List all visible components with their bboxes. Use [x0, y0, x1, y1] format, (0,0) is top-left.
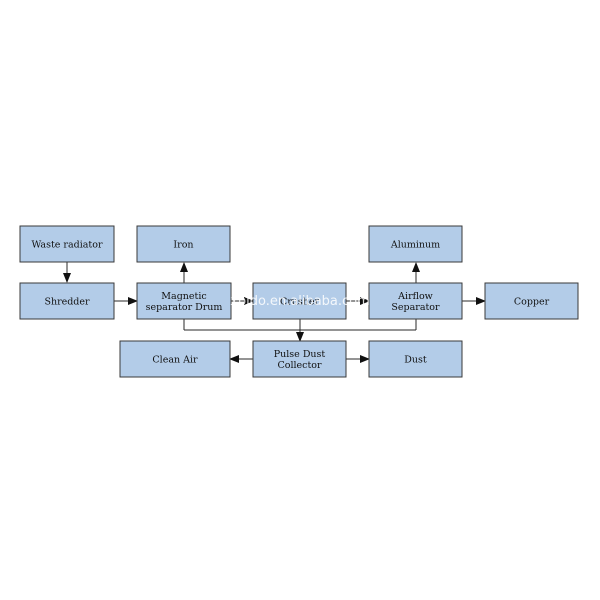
node-shredder: Shredder [19, 282, 115, 320]
node-waste-radiator: Waste radiator [19, 225, 115, 263]
node-label: Shredder [44, 297, 90, 308]
node-label-line: Iron [173, 240, 193, 251]
node-label: Clean Air [152, 355, 198, 366]
node-label-line: Copper [514, 297, 550, 308]
node-label-line: Airflow [397, 291, 433, 302]
node-label-line: Dust [404, 355, 427, 366]
node-copper: Copper [484, 282, 579, 320]
watermark-text: xbjdo.en.alibaba.com [230, 294, 370, 309]
node-label: Copper [514, 297, 550, 308]
node-label: Aluminum [390, 240, 440, 251]
node-label-line: Waste radiator [31, 240, 102, 251]
node-label-line: Separator [391, 302, 440, 313]
node-label-line: Clean Air [152, 355, 198, 366]
node-dust: Dust [368, 340, 463, 378]
node-label-line: Pulse Dust [274, 349, 326, 360]
node-iron: Iron [136, 225, 231, 263]
watermark: xbjdo.en.alibaba.com [230, 294, 370, 309]
node-label-line: Collector [277, 360, 322, 371]
node-label-line: Magnetic [161, 291, 206, 302]
node-crusher: Crusher [252, 282, 347, 320]
node-label: Iron [173, 240, 193, 251]
node-label: Waste radiator [31, 240, 102, 251]
connectors [63, 262, 486, 363]
node-label-line: Aluminum [390, 240, 440, 251]
node-label-line: separator Drum [146, 302, 223, 313]
node-label: Crusher [280, 297, 320, 308]
node-clean-air: Clean Air [119, 340, 231, 378]
node-aluminum: Aluminum [368, 225, 463, 263]
node-label-line: Shredder [44, 297, 90, 308]
node-label-line: Crusher [280, 297, 320, 308]
node-label: Dust [404, 355, 427, 366]
